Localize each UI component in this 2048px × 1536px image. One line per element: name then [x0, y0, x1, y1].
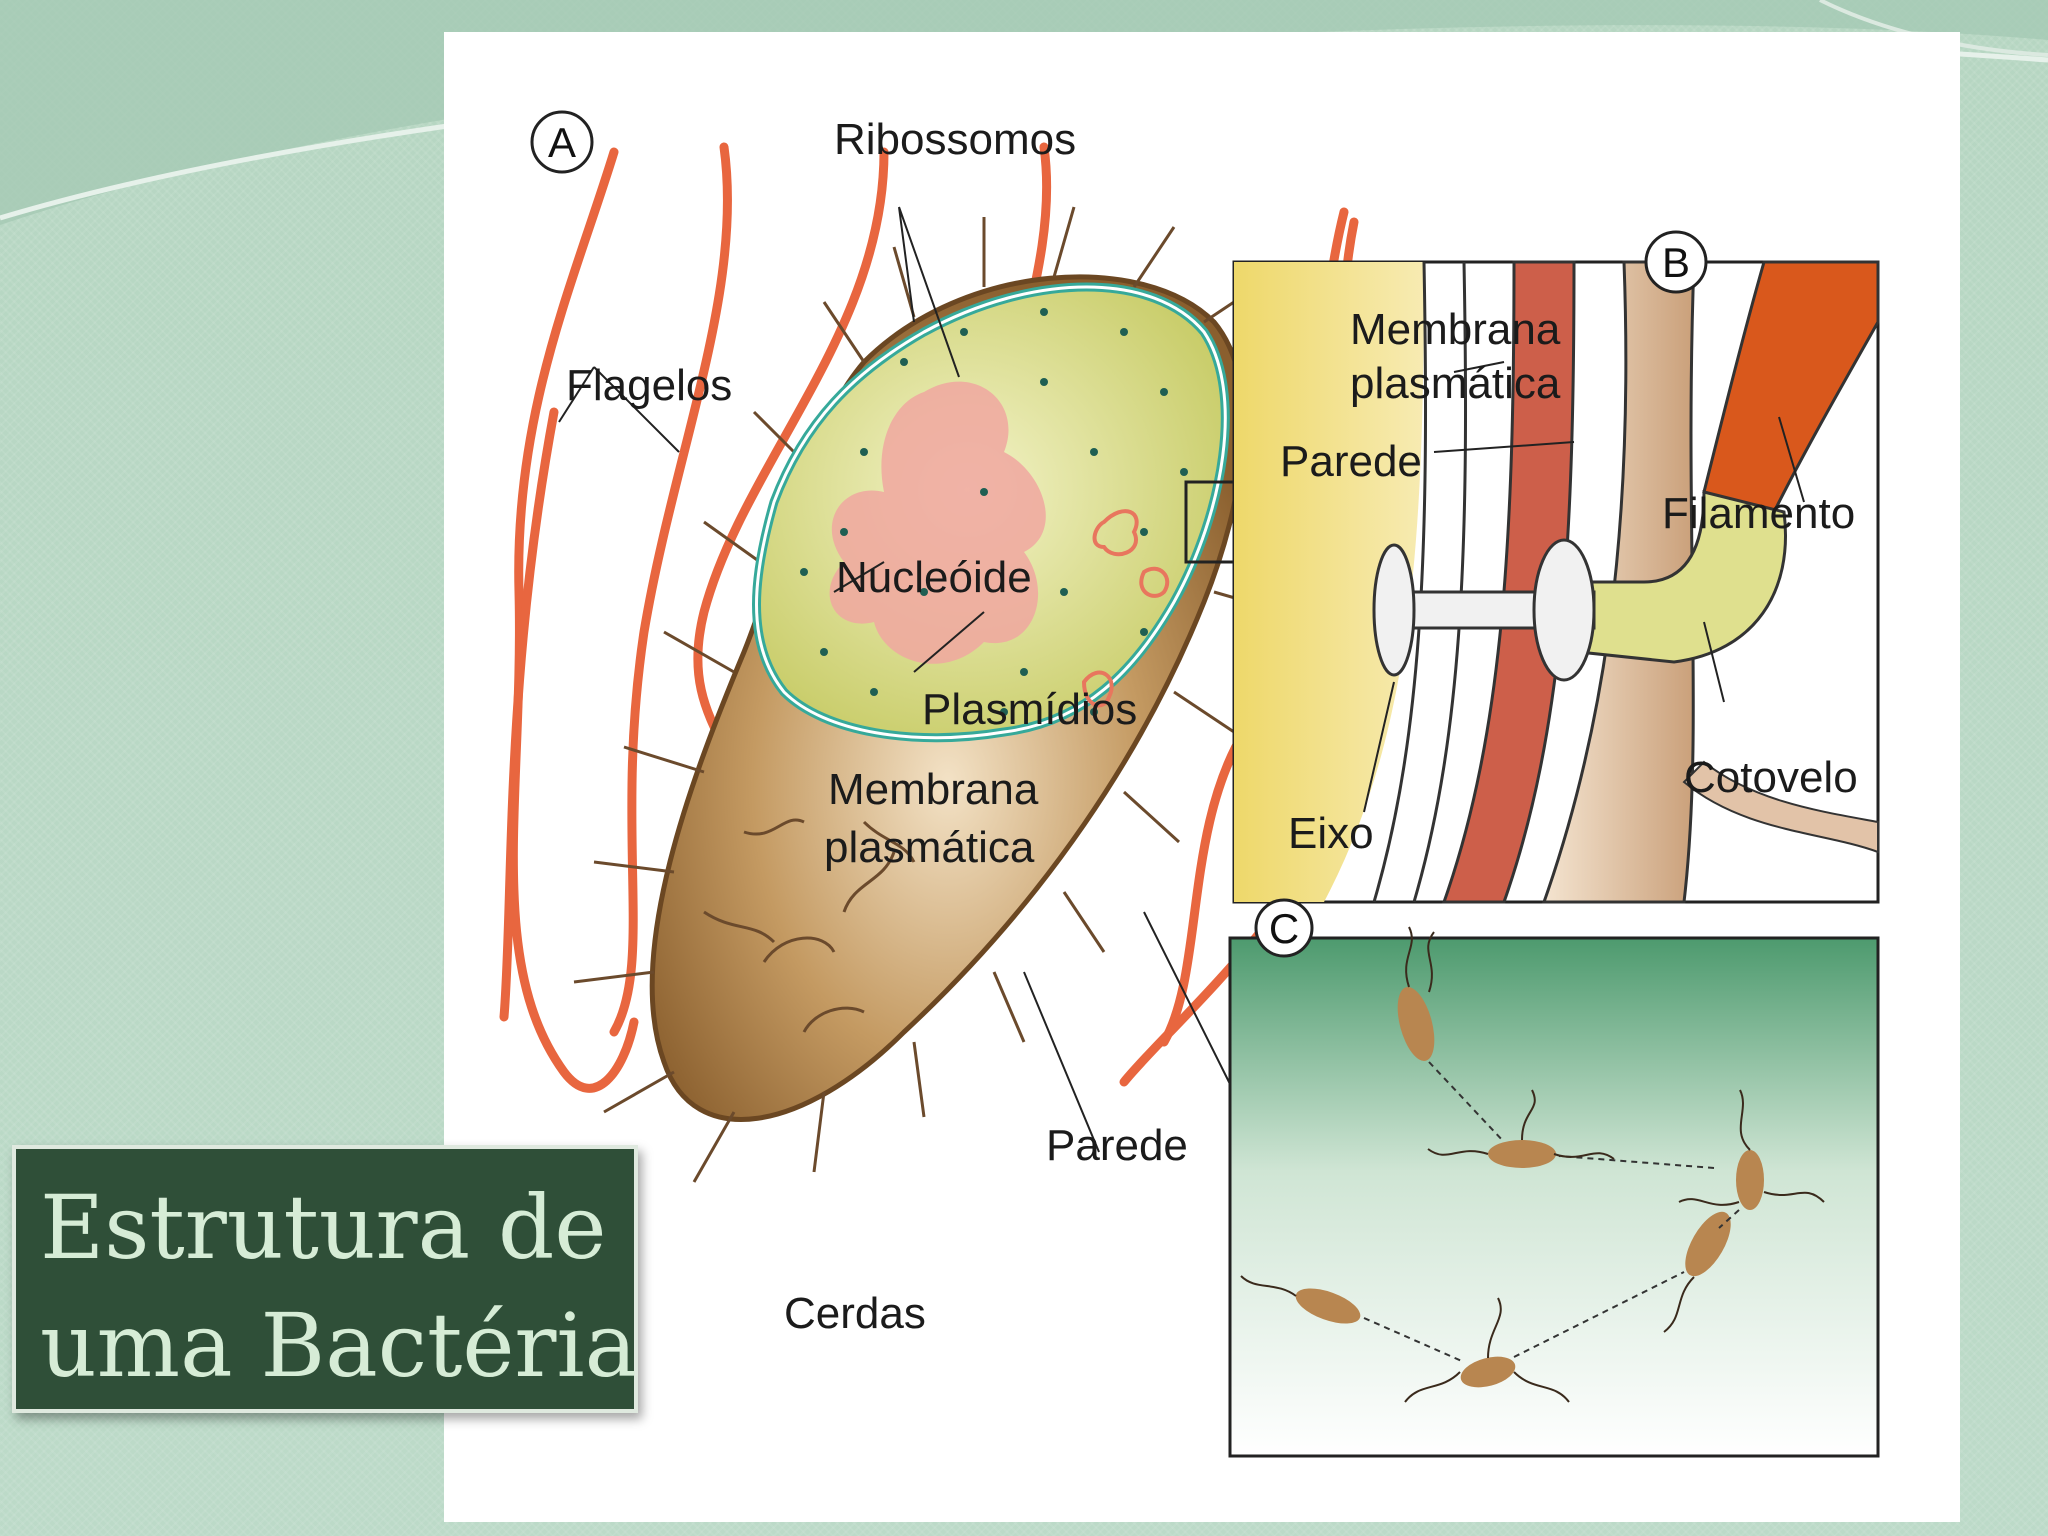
panel-a-marker: A: [530, 110, 594, 174]
panel-b-marker: B: [1644, 230, 1708, 294]
panel-a-marker-label: A: [548, 119, 576, 166]
label-membrana-a-line1: Membrana: [828, 765, 1039, 814]
leader-lines-a: [558, 206, 1235, 1153]
bacteria-diagram: A Ribossomos Flagelos Nucleóide Plasmídi…: [499, 110, 1880, 1458]
label-eixo: Eixo: [1288, 809, 1374, 858]
label-parede-a: Parede: [1046, 1121, 1188, 1170]
label-ribossomos: Ribossomos: [834, 115, 1076, 164]
label-cerdas: Cerdas: [784, 1289, 926, 1338]
ring-inner: [1372, 543, 1416, 677]
slide-title: Estrutura de uma Bactéria: [40, 1169, 637, 1405]
leader-lines-b: [1363, 361, 1805, 813]
label-filamento: Filamento: [1662, 489, 1855, 538]
ring-outer: [1532, 538, 1596, 682]
bacteria-figure-panel: A Ribossomos Flagelos Nucleóide Plasmídi…: [444, 32, 1960, 1522]
label-flagelos: Flagelos: [566, 361, 732, 410]
label-plasmatica-b-line2: plasmática: [1350, 359, 1561, 408]
slide-title-line-2: uma Bactéria: [40, 1294, 638, 1397]
label-parede-b: Parede: [1280, 437, 1422, 486]
panel-c-marker-label: C: [1269, 905, 1299, 952]
panel-c: C: [1228, 898, 1880, 1458]
panel-c-marker: C: [1254, 898, 1314, 958]
label-cotovelo: Cotovelo: [1684, 753, 1858, 802]
nucleoid: [829, 381, 1046, 664]
panel-b: B Membrana plasmática Parede Filamento C…: [1232, 230, 1880, 904]
cytoplasm-cutaway: [752, 282, 1230, 743]
label-plasmidios: Plasmídios: [922, 685, 1137, 734]
ribosomes: [800, 308, 1188, 716]
plasmid: [1139, 566, 1170, 598]
bacteria-flagella: [1240, 926, 1825, 1403]
swim-tracks: [1363, 1061, 1740, 1363]
slide-title-box: Estrutura de uma Bactéria: [12, 1145, 638, 1413]
label-membrana-b-line1: Membrana: [1350, 305, 1561, 354]
plasmid: [1081, 670, 1114, 708]
plasmid: [1092, 509, 1139, 557]
panel-a: A Ribossomos Flagelos Nucleóide Plasmídi…: [499, 110, 1366, 1338]
slide-title-line-1: Estrutura de: [40, 1176, 607, 1279]
elbow: [1577, 490, 1787, 664]
panel-b-marker-label: B: [1662, 239, 1690, 286]
label-nucleoide: Nucleóide: [836, 553, 1032, 602]
label-plasmatica-a-line2: plasmática: [824, 823, 1035, 872]
